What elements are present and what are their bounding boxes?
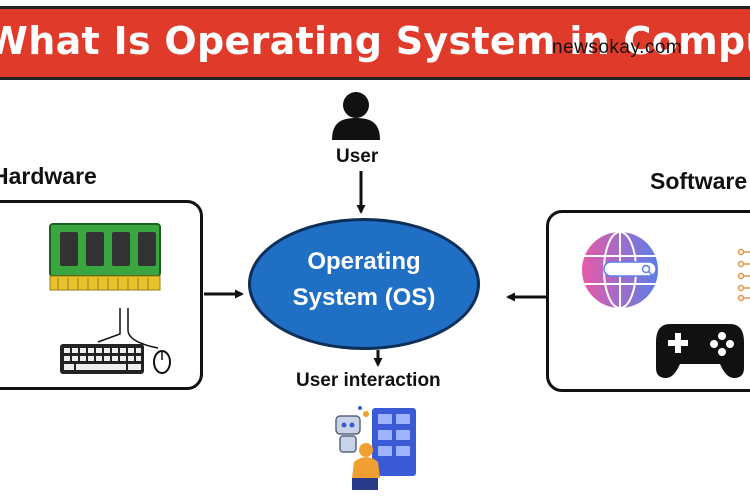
user-label: User	[336, 146, 379, 167]
os-label: Operating System (OS)	[248, 244, 480, 316]
os-label-line1: Operating	[307, 248, 421, 275]
banner-title: What Is Operating System in Computer?	[0, 19, 750, 63]
os-label-line2: System (OS)	[292, 284, 436, 311]
globe-icon	[582, 231, 658, 309]
keyboard-icon	[60, 344, 144, 374]
os-node	[248, 218, 480, 350]
user-interaction-label: User interaction	[296, 370, 441, 391]
ram-icon	[49, 223, 161, 291]
robot-illustration	[335, 406, 416, 490]
software-label: Software	[650, 168, 748, 194]
user-icon	[332, 92, 380, 140]
gamepad-icon	[656, 324, 744, 378]
hardware-label: Hardware	[0, 163, 97, 189]
mouse-icon	[153, 350, 171, 374]
code-icon	[737, 248, 750, 302]
watermark: newsokay.com	[552, 37, 683, 58]
title-banner: What Is Operating System in Computer? ne…	[0, 6, 750, 80]
peripherals-illustration	[60, 308, 171, 374]
